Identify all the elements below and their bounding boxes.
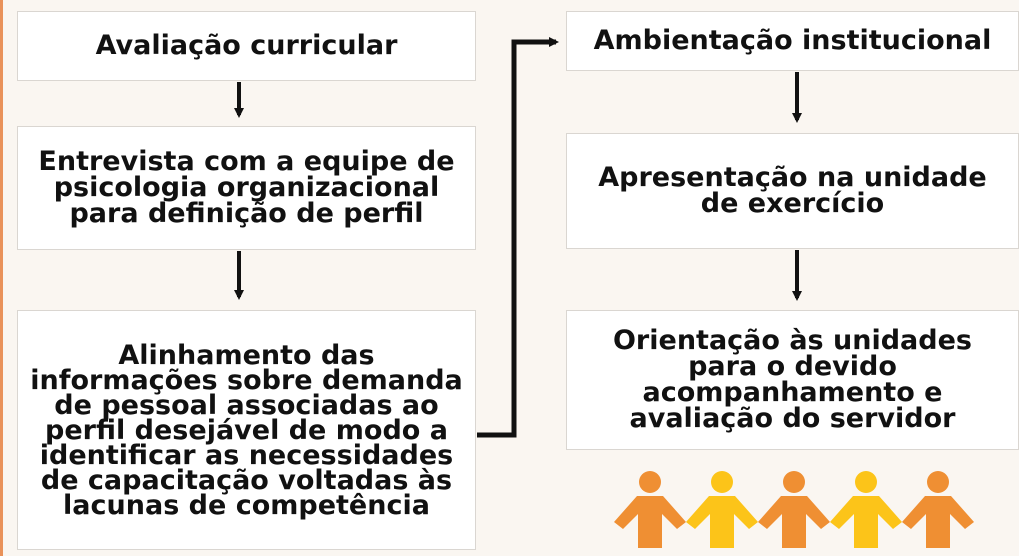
person-icon: [614, 471, 686, 548]
person-icon: [686, 471, 758, 548]
step-demand-alignment-text: Alinhamento das informações sobre demand…: [30, 339, 463, 521]
step-institutional-onboarding: Ambientação institucional: [566, 11, 1019, 71]
step-unit-orientation-text: Orientação às unidades para o devido aco…: [612, 325, 972, 434]
step-psychology-interview-text: Entrevista com a equipe de psicologia or…: [38, 146, 455, 229]
person-icon: [758, 471, 830, 548]
people-group-icon: [614, 471, 974, 548]
step-curriculum-evaluation: Avaliação curricular: [17, 11, 476, 81]
arrow-connector-icon: [477, 37, 559, 438]
step-psychology-interview: Entrevista com a equipe de psicologia or…: [17, 126, 476, 250]
step-unit-presentation: Apresentação na unidade de exercício: [566, 133, 1019, 249]
left-accent-rule: [0, 0, 3, 556]
step-curriculum-evaluation-text: Avaliação curricular: [95, 30, 398, 61]
step-unit-presentation-text: Apresentação na unidade de exercício: [598, 162, 987, 219]
person-icon: [902, 471, 974, 548]
step-institutional-onboarding-text: Ambientação institucional: [593, 25, 992, 56]
step-unit-orientation: Orientação às unidades para o devido aco…: [566, 310, 1019, 450]
step-demand-alignment: Alinhamento das informações sobre demand…: [17, 310, 476, 550]
person-icon: [830, 471, 902, 548]
